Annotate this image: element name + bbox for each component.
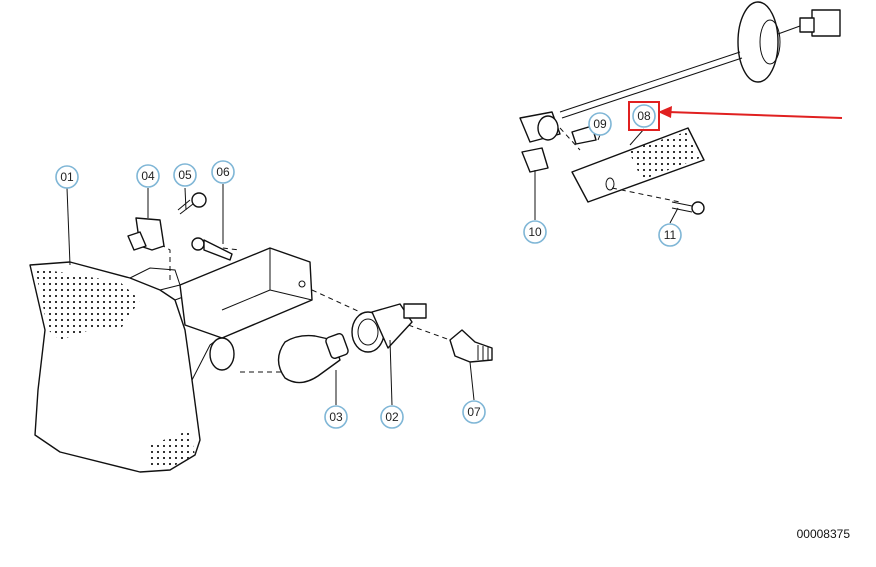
side-repeater-assembly: [519, 1, 841, 215]
svg-text:08: 08: [637, 109, 651, 123]
svg-text:02: 02: [385, 410, 399, 424]
indicator-housing: [29, 247, 313, 473]
svg-text:09: 09: [593, 117, 607, 131]
bulb: [277, 333, 349, 384]
highlight-arrowhead: [658, 106, 672, 118]
highlight-arrow: [667, 111, 843, 119]
svg-text:10: 10: [528, 225, 542, 239]
highlight-box: [628, 101, 660, 131]
callout-06[interactable]: 06: [211, 160, 235, 184]
svg-text:07: 07: [467, 405, 481, 419]
svg-text:01: 01: [60, 170, 74, 184]
screw-05: [177, 192, 207, 215]
bulb-socket: [351, 303, 427, 353]
svg-text:03: 03: [329, 410, 343, 424]
svg-text:11: 11: [664, 228, 677, 242]
callout-09[interactable]: 09: [588, 112, 612, 136]
svg-text:05: 05: [178, 168, 192, 182]
callout-10[interactable]: 10: [523, 220, 547, 244]
svg-text:04: 04: [141, 169, 155, 183]
callout-07[interactable]: 07: [462, 400, 486, 424]
callout-03[interactable]: 03: [324, 405, 348, 429]
screw-07: [449, 329, 493, 363]
reference-number: 00008375: [796, 527, 850, 541]
screw-06: [191, 237, 233, 261]
callout-04[interactable]: 04: [136, 164, 160, 188]
clip-nut: [127, 217, 165, 251]
callout-11[interactable]: 11: [658, 223, 682, 247]
svg-text:06: 06: [216, 165, 230, 179]
callout-08[interactable]: 08: [632, 104, 656, 128]
callout-05[interactable]: 05: [173, 163, 197, 187]
callout-02[interactable]: 02: [380, 405, 404, 429]
callout-01[interactable]: 01: [55, 165, 79, 189]
